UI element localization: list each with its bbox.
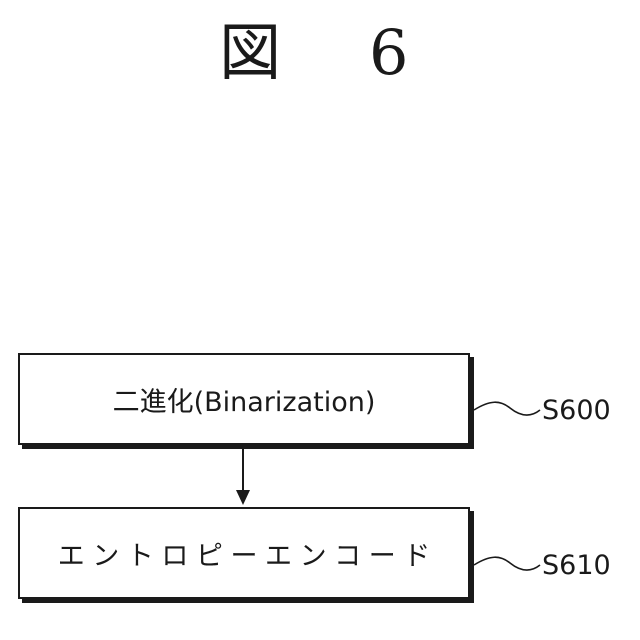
step-box-binarization: 二進化(Binarization) bbox=[18, 353, 470, 445]
flow-arrow-head bbox=[236, 490, 250, 505]
step-box-text: 二進化(Binarization) bbox=[113, 380, 376, 419]
step-box-text: エントロピーエンコード bbox=[50, 534, 438, 573]
step-label-s610: S610 bbox=[542, 552, 611, 579]
leader-line-s610 bbox=[474, 557, 540, 570]
step-box-entropy-encode: エントロピーエンコード bbox=[18, 507, 470, 599]
leader-line-s600 bbox=[474, 402, 540, 415]
figure-title: 図 6 bbox=[0, 22, 640, 84]
step-label-s600: S600 bbox=[542, 397, 611, 424]
